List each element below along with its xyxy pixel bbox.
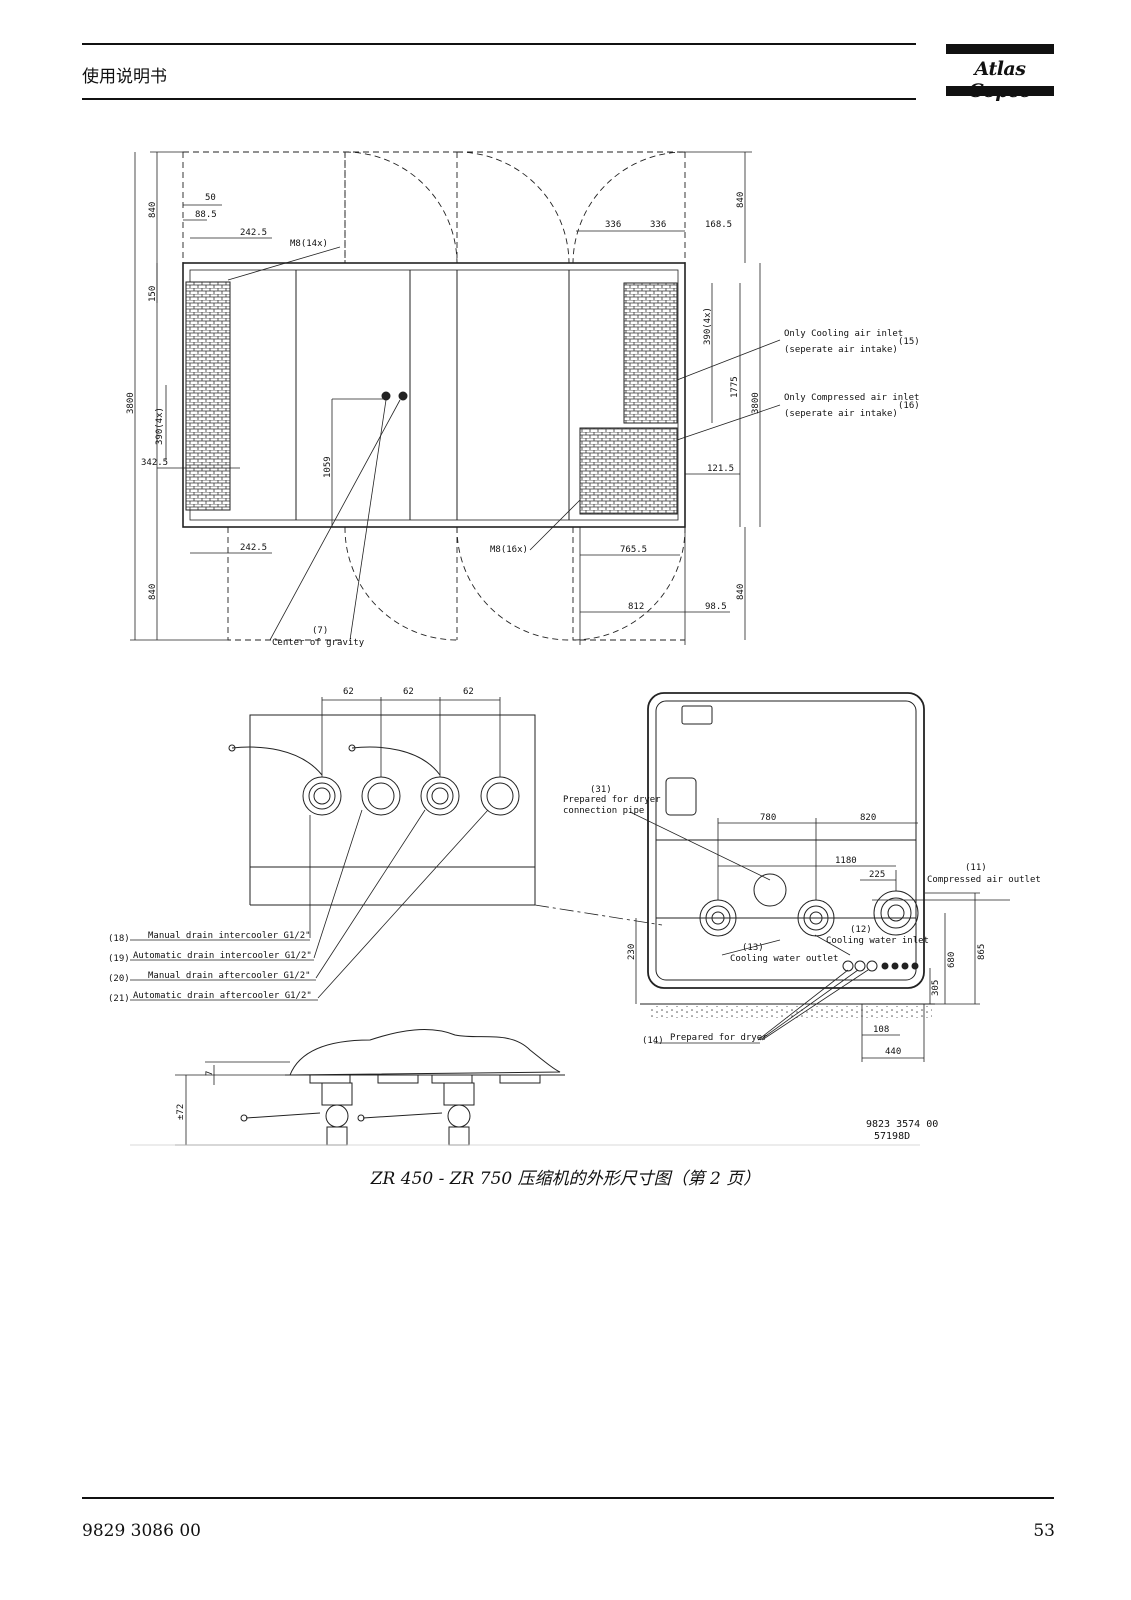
dim-225: 225 <box>869 870 885 880</box>
callout-15-number: (15) <box>898 337 920 347</box>
dim-50: 50 <box>205 193 216 203</box>
dim-865: 865 <box>977 944 987 960</box>
dim-390-right: 390(4x) <box>703 307 713 345</box>
figure-caption: ZR 450 - ZR 750 压缩机的外形尺寸图（第 2 页） <box>370 1169 761 1189</box>
callout-19-number: (19) <box>108 954 130 964</box>
dim-840-top-right: 840 <box>736 192 746 208</box>
callout-18-label: Manual drain intercooler G1/2" <box>148 931 311 941</box>
header-rule-bottom <box>82 98 916 100</box>
compressed-air-outlet-flange <box>873 890 919 936</box>
ball-valve-left <box>240 1082 353 1146</box>
callout-31-line1: Prepared for dryer <box>563 795 661 805</box>
dim-1180: 1180 <box>835 856 857 866</box>
header-rule-top <box>82 43 916 45</box>
dim-230: 230 <box>627 944 637 960</box>
dim-242-5-bottom: 242.5 <box>240 543 267 553</box>
callout-m8-14x: M8(14x) <box>290 239 328 249</box>
callout-15-line2: (seperate air intake) <box>784 345 898 355</box>
callout-31-number: (31) <box>590 785 612 795</box>
dim-pm72: ±72 <box>176 1104 186 1120</box>
drain-fitting-21 <box>480 776 520 816</box>
side-view <box>629 692 1010 1062</box>
side-view-labels: 780 820 1180 225 230 680 865 305 108 440… <box>563 785 1041 1057</box>
drawing-revision: 57198D <box>874 1131 910 1142</box>
drawing-numbers: 9823 3574 00 57198D <box>866 1119 938 1142</box>
manual-title: 使用说明书 <box>82 67 167 87</box>
callout-21-label: Automatic drain aftercooler G1/2" <box>133 991 312 1001</box>
dim-840-top-left: 840 <box>148 202 158 218</box>
dim-168-5: 168.5 <box>705 220 732 230</box>
callout-20-label: Manual drain aftercooler G1/2" <box>148 971 311 981</box>
dim-98-5: 98.5 <box>705 602 727 612</box>
dim-108: 108 <box>873 1025 889 1035</box>
dim-336-a: 336 <box>605 220 621 230</box>
dim-390-left: 390(4x) <box>155 407 165 445</box>
dim-336-b: 336 <box>650 220 666 230</box>
callout-15-line1: Only Cooling air inlet <box>784 329 903 339</box>
page-number: 53 <box>1033 1521 1055 1541</box>
document-number: 9829 3086 00 <box>82 1521 201 1541</box>
callout-19-label: Automatic drain intercooler G1/2" <box>133 951 312 961</box>
dim-62-a: 62 <box>343 687 354 697</box>
dim-62-c: 62 <box>463 687 474 697</box>
dim-242-5-top: 242.5 <box>240 228 267 238</box>
drain-detail <box>130 697 663 1001</box>
callout-13-label: Cooling water outlet <box>730 954 838 964</box>
dim-7: 7 <box>205 1071 215 1076</box>
footer-rule <box>82 1497 1054 1499</box>
dimension-drawing: 840 50 88.5 242.5 M8(14x) 336 336 168.5 … <box>108 151 1041 1146</box>
dim-3800-right: 3800 <box>751 392 761 414</box>
drain-fitting-20 <box>348 744 460 816</box>
drawing-number: 9823 3574 00 <box>866 1119 938 1130</box>
callout-16-line1: Only Compressed air inlet <box>784 393 919 403</box>
ball-valve-right <box>357 1082 475 1146</box>
callout-16-line2: (seperate air intake) <box>784 409 898 419</box>
dim-812: 812 <box>628 602 644 612</box>
atlas-copco-logo: Atlas Copco <box>946 44 1054 102</box>
dim-1775: 1775 <box>730 376 740 398</box>
callout-12-number: (12) <box>850 925 872 935</box>
dim-342-5: 342.5 <box>141 458 168 468</box>
callout-7-number: (7) <box>312 626 328 636</box>
top-view <box>130 151 781 645</box>
dim-780: 780 <box>760 813 776 823</box>
dim-765-5: 765.5 <box>620 545 647 555</box>
callout-20-number: (20) <box>108 974 130 984</box>
top-view-labels: 840 50 88.5 242.5 M8(14x) 336 336 168.5 … <box>126 192 920 648</box>
valve-detail-labels: 7 ±72 <box>176 1071 215 1120</box>
callout-7-label: Center of gravity <box>272 638 365 648</box>
dim-1059: 1059 <box>323 456 333 478</box>
dim-3800-left: 3800 <box>126 392 136 414</box>
dim-121-5: 121.5 <box>707 464 734 474</box>
dim-840-bottom-left: 840 <box>148 584 158 600</box>
dim-680: 680 <box>947 952 957 968</box>
dryer-ports <box>842 960 919 972</box>
dim-820: 820 <box>860 813 876 823</box>
dim-840-bottom-right: 840 <box>736 584 746 600</box>
callout-m8-16x: M8(16x) <box>490 545 528 555</box>
valve-detail <box>130 1029 920 1146</box>
dim-62-b: 62 <box>403 687 414 697</box>
dim-88-5: 88.5 <box>195 210 217 220</box>
callout-18-number: (18) <box>108 934 130 944</box>
dim-440: 440 <box>885 1047 901 1057</box>
drain-fitting-18 <box>228 744 342 816</box>
drain-fitting-19 <box>361 776 401 816</box>
callout-11-number: (11) <box>965 863 987 873</box>
callout-16-number: (16) <box>898 401 920 411</box>
callout-13-number: (13) <box>742 943 764 953</box>
drain-detail-labels: 62 62 62 (18) Manual drain intercooler G… <box>108 687 474 1004</box>
dim-305: 305 <box>931 980 941 996</box>
callout-11-label: Compressed air outlet <box>927 875 1041 885</box>
callout-21-number: (21) <box>108 994 130 1004</box>
dim-150: 150 <box>148 286 158 302</box>
callout-31-line2: connection pipe <box>563 806 644 816</box>
callout-14-number: (14) <box>642 1036 664 1046</box>
callout-14-label: Prepared for dryer <box>670 1033 768 1043</box>
callout-12-label: Cooling water inlet <box>826 936 929 946</box>
